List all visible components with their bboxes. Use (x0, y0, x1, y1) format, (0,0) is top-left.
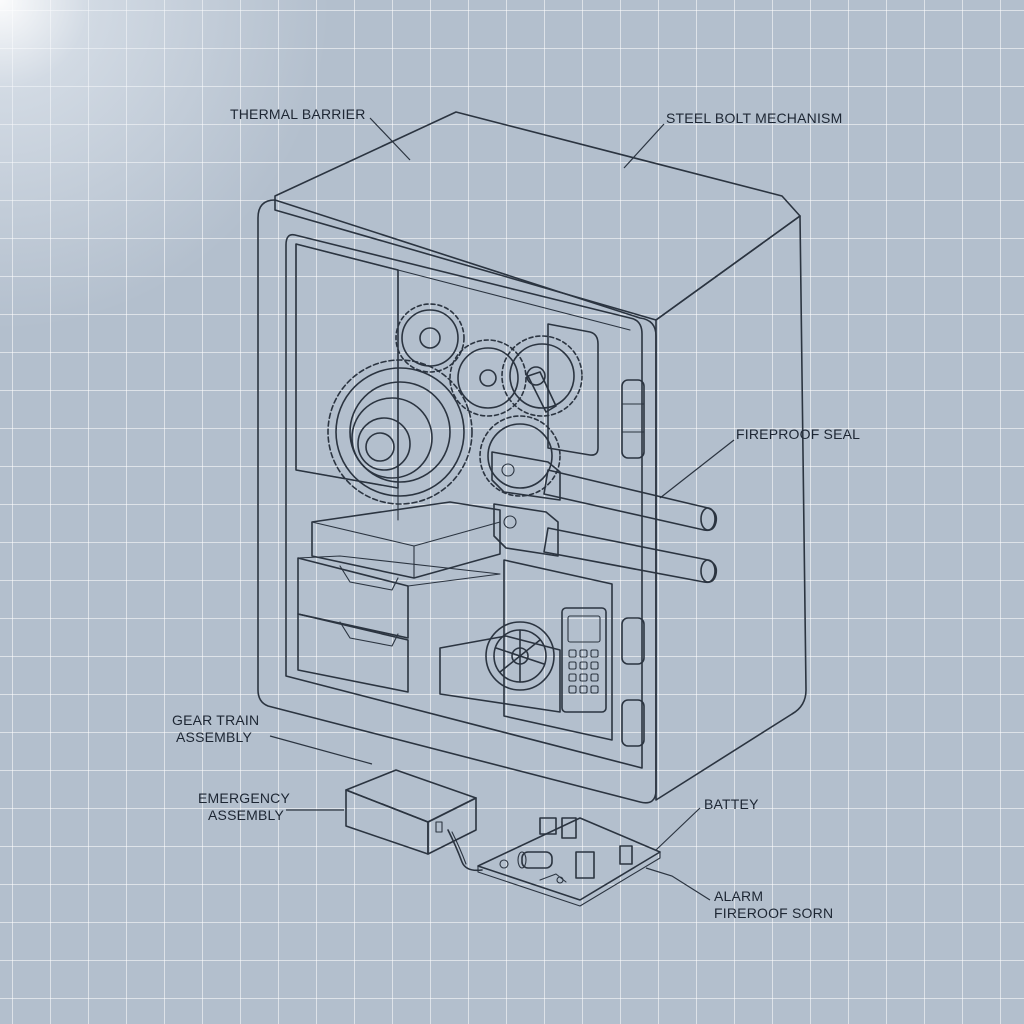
drawers (297, 501, 561, 713)
gear-right (501, 335, 583, 417)
label-emergency-line1: EMERGENCY (198, 790, 291, 806)
label-alarm-siren: ALARM FIREROOF SORN (714, 888, 833, 922)
gear-mount-plate (547, 323, 599, 456)
hinge-top (621, 379, 645, 459)
thermal-barrier-panel (295, 243, 399, 489)
gear-middle (449, 339, 527, 417)
leader-lines (269, 117, 735, 901)
drawer-upper (297, 557, 409, 639)
bolt-mechanism (491, 451, 718, 584)
battery-cell (521, 851, 553, 869)
emergency-box (345, 769, 483, 872)
gear-train (327, 303, 583, 505)
safe-body (257, 111, 807, 804)
keypad (561, 607, 607, 713)
label-emergency-assembly: EMERGENCY ASSEMBLY (198, 790, 290, 824)
label-gear-train-line2: ASSEMBLY (176, 729, 253, 745)
hinge-middle (621, 617, 645, 665)
label-gear-train-line1: GEAR TRAIN (172, 712, 260, 728)
hinge-bottom (621, 699, 645, 747)
label-fireproof-seal: FIREPROOF SEAL (736, 426, 861, 442)
label-thermal-barrier: THERMAL BARRIER (230, 106, 366, 122)
safe-front-opening (285, 233, 643, 769)
label-battery: BATTEY (704, 796, 759, 812)
circuit-board (477, 817, 661, 907)
safe-right-face (655, 215, 807, 801)
label-gear-train-assembly: GEAR TRAIN ASSEMBLY (172, 712, 259, 746)
hinges (621, 379, 645, 747)
insulation-block (311, 501, 501, 579)
label-alarm-line1: ALARM (714, 888, 764, 904)
drawer-lower (297, 613, 409, 693)
gear-lower (479, 415, 561, 497)
label-alarm-line2: FIREROOF SORN (714, 905, 834, 921)
lock-panel (485, 559, 613, 741)
combination-dial (485, 621, 555, 691)
safe-top-face (274, 111, 801, 321)
gear-large (327, 359, 473, 505)
label-emergency-line2: ASSEMBLY (208, 807, 285, 823)
label-steel-bolt-mechanism: STEEL BOLT MECHANISM (666, 110, 843, 126)
gear-small-top (395, 303, 465, 373)
safe-front-face (257, 199, 657, 804)
